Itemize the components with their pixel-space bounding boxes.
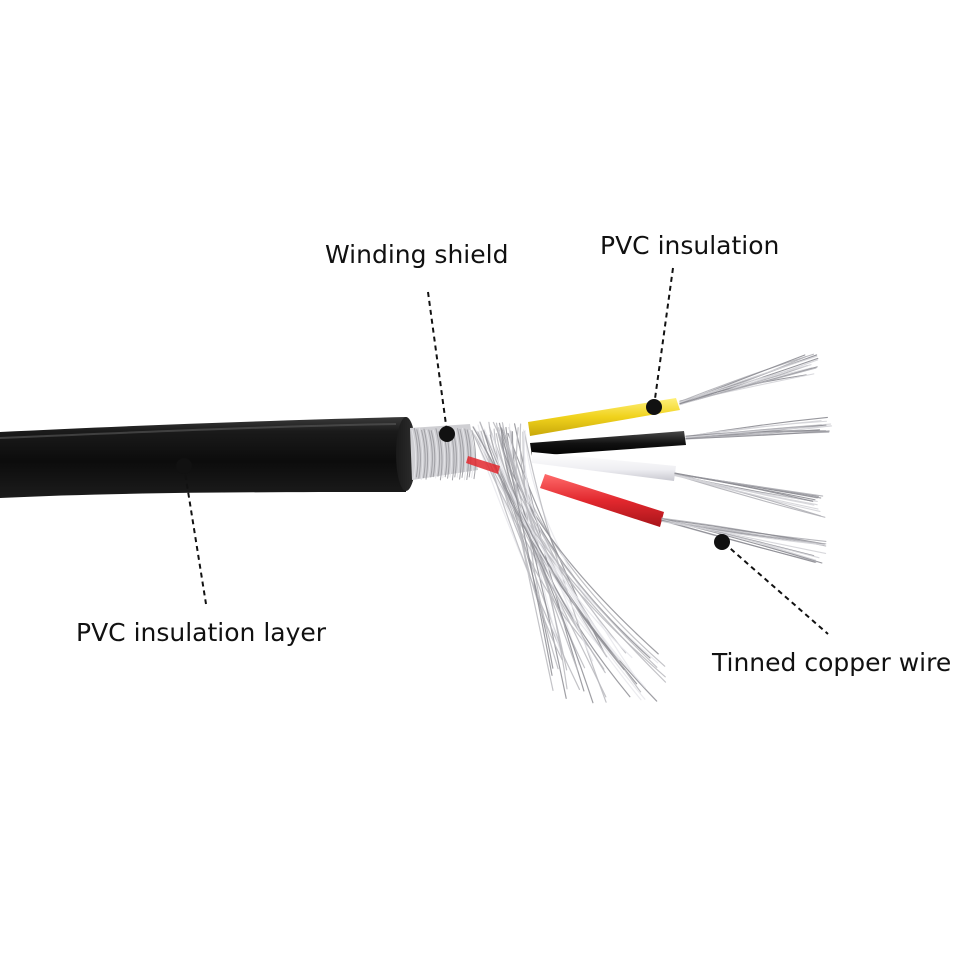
callout-dot-pvc-layer	[176, 458, 192, 474]
label-tinned-copper-wire: Tinned copper wire	[712, 648, 952, 677]
shield-strands	[471, 421, 667, 704]
callout-dots	[176, 399, 730, 550]
callout-dot-tinned	[714, 534, 730, 550]
pvc-jacket	[0, 417, 416, 498]
core-white	[532, 452, 676, 481]
shield-wrap	[410, 424, 478, 481]
label-pvc-insulation-layer: PVC insulation layer	[76, 618, 327, 647]
label-winding-shield: Winding shield	[325, 240, 509, 269]
callout-line-pvc-insulation	[653, 267, 674, 407]
core-red	[540, 474, 664, 527]
callout-lines	[183, 267, 829, 635]
core-yellow	[528, 398, 680, 436]
core-black	[530, 431, 686, 456]
callout-line-winding	[427, 291, 448, 433]
conductor-bundles	[661, 353, 833, 564]
callout-line-tinned	[723, 542, 829, 635]
callout-dot-winding	[439, 426, 455, 442]
label-pvc-insulation: PVC insulation	[600, 231, 780, 260]
cores	[466, 398, 686, 527]
callout-dot-pvc-insulation	[646, 399, 662, 415]
